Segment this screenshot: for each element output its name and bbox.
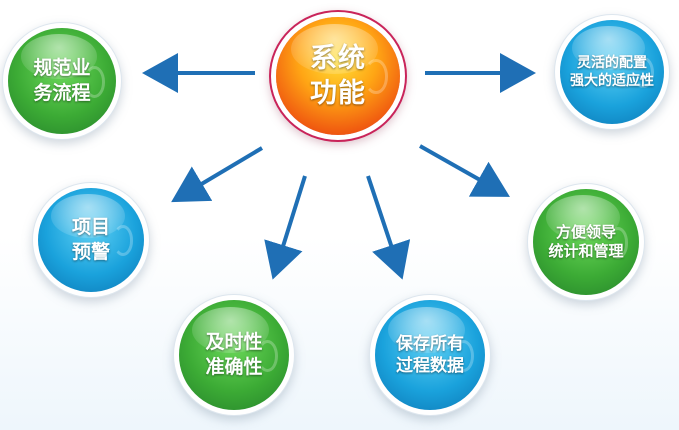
node-save-all-data: 保存所有 过程数据: [375, 300, 485, 410]
node-label-project-warning: 项目 预警: [71, 216, 110, 263]
arrow-to-leader-stats: [419, 144, 510, 197]
node-standard-process: 规范业 务流程: [8, 28, 116, 134]
node-timely-accurate: 及时性 准确性: [179, 300, 289, 410]
arrow-to-save-all-data: [366, 175, 411, 280]
center-node-system-functions: 系统 功能: [276, 17, 400, 135]
center-node-label: 系统 功能: [310, 42, 366, 109]
arrow-to-timely-accurate: [264, 175, 307, 280]
node-label-standard-process: 规范业 务流程: [33, 57, 91, 104]
node-label-flexible-config: 灵活的配置 强大的适应性: [570, 54, 654, 89]
node-flexible-config: 灵活的配置 强大的适应性: [560, 20, 664, 124]
node-label-leader-stats: 方便领导 统计和管理: [548, 222, 624, 261]
node-project-warning: 项目 预警: [38, 188, 144, 292]
node-leader-stats: 方便领导 统计和管理: [533, 189, 639, 295]
arrow-to-project-warning: [171, 146, 264, 203]
node-label-timely-accurate: 及时性 准确性: [205, 331, 263, 378]
node-label-save-all-data: 保存所有 过程数据: [396, 333, 464, 376]
